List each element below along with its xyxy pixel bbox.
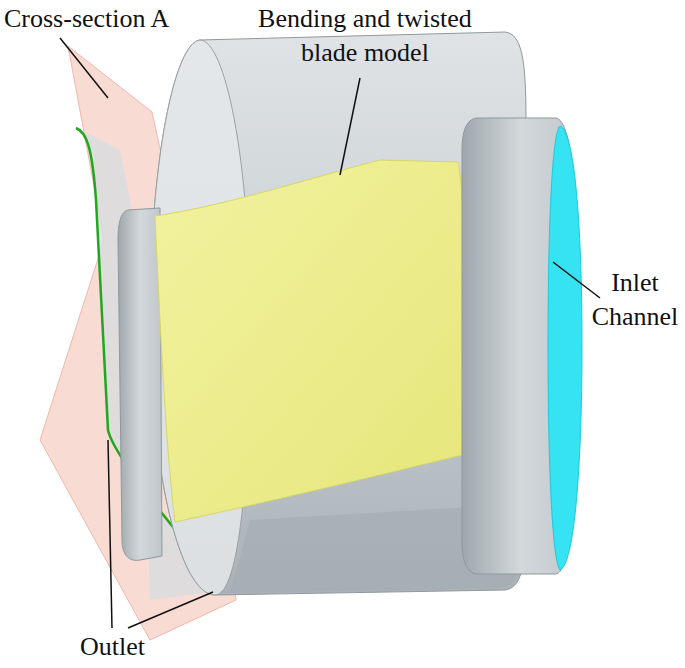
outlet-flange xyxy=(118,208,162,560)
leader-line xyxy=(128,592,213,628)
leader-line xyxy=(108,440,112,628)
callout-label: Cross-section A xyxy=(4,2,214,36)
leader-line xyxy=(340,78,360,175)
inlet-face xyxy=(548,126,582,570)
blade-model xyxy=(155,160,465,522)
callout-label: Outlet xyxy=(80,630,190,664)
callout-label: Inlet Channel xyxy=(589,266,681,334)
callout-label: Bending and twisted blade model xyxy=(245,2,485,70)
leader-line xyxy=(553,262,600,298)
leader-line xyxy=(60,38,108,98)
